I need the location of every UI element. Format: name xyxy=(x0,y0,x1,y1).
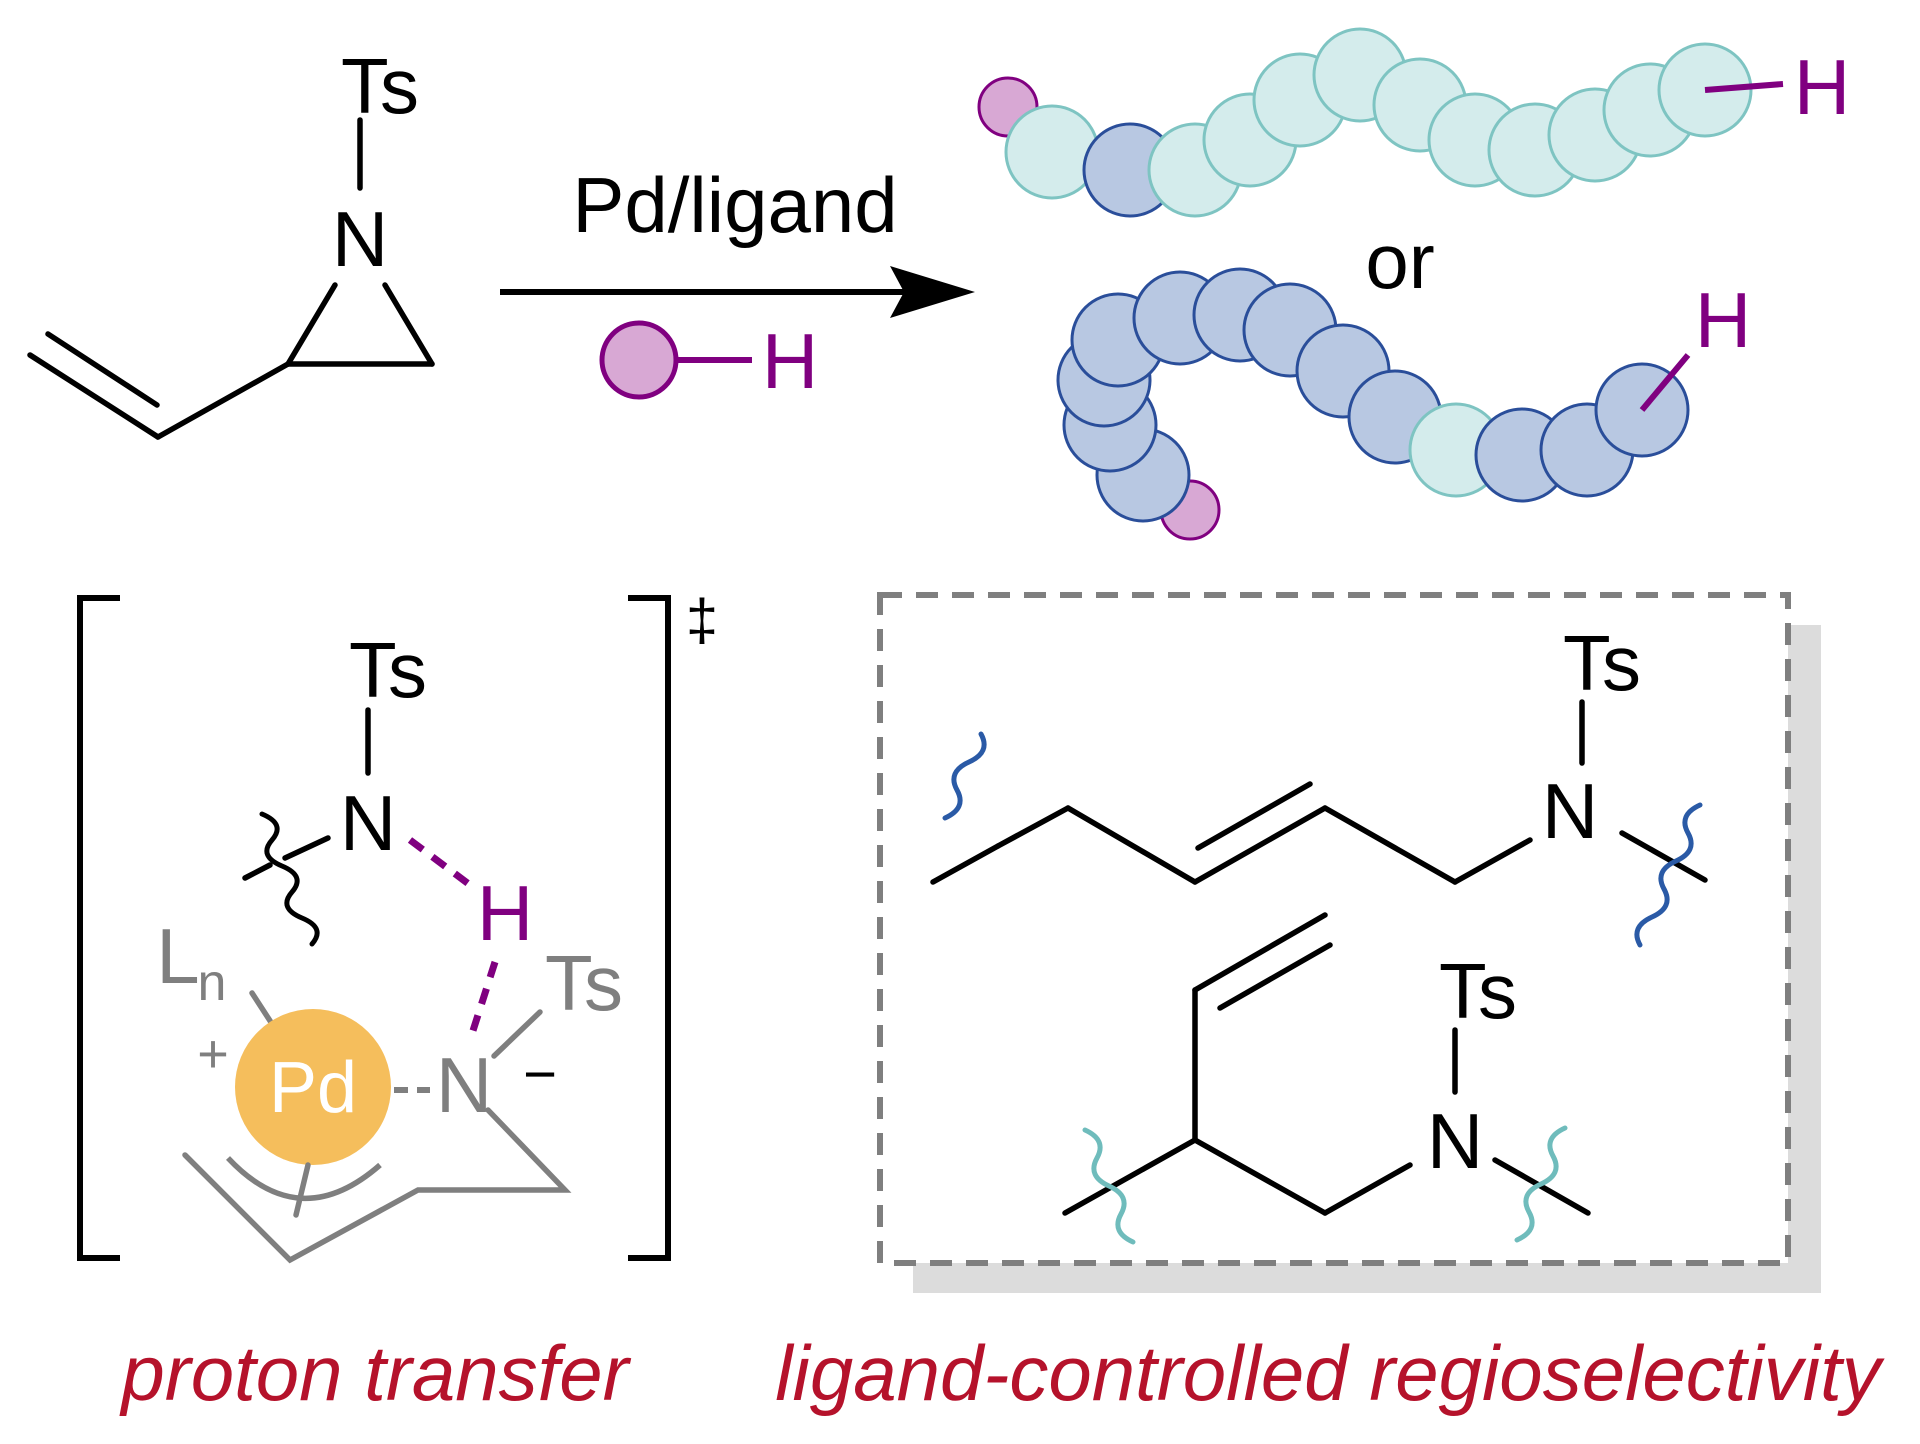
linear-alkene-bond-2 xyxy=(1195,781,1313,851)
branched-alkene-bond xyxy=(1192,912,1328,993)
branched-bond-to-ch2 xyxy=(1192,1137,1328,1216)
branched-stub-left xyxy=(1062,1137,1198,1216)
polymer-2-terminal-bond xyxy=(1639,353,1691,412)
linear-wavy-left xyxy=(942,731,987,821)
ts-nitrogen-top: N xyxy=(340,779,396,867)
ts-hbond-top xyxy=(407,837,473,888)
ts-nitrogen-gray: N xyxy=(436,1041,492,1129)
ts-ligand-n: n xyxy=(198,954,227,1012)
palladium-center xyxy=(235,1009,391,1165)
ts-pd-allyl-bond xyxy=(293,1162,311,1218)
ts-minus-charge: − xyxy=(523,1042,557,1107)
reagent-label: Pd/ligand xyxy=(572,161,897,249)
reaction-arrow: Pd/ligand H xyxy=(500,161,975,405)
aziridine-bond-left xyxy=(285,282,338,367)
branched-wavy-right xyxy=(1514,1125,1568,1243)
linear-nitrogen: N xyxy=(1542,767,1598,855)
linear-bond-1 xyxy=(995,805,1071,849)
regio-products-box: N Ts N Ts ligand-controlled regioselecti… xyxy=(775,592,1885,1417)
nucleophile-h-label: H xyxy=(762,317,818,405)
branched-alkene-bond-2 xyxy=(1217,942,1333,1011)
linear-stub-left xyxy=(930,843,1001,885)
ts-chain-stub xyxy=(242,862,273,881)
linear-alkene-bond xyxy=(1192,805,1328,885)
polymer-1-terminal-bond xyxy=(1704,81,1784,93)
box-frame xyxy=(877,592,1791,1266)
ts-tosyl-gray: Ts xyxy=(545,939,623,1027)
ts-palladium-label: Pd xyxy=(269,1048,357,1128)
ts-hbond-bottom xyxy=(466,960,499,1042)
ts-allyl-backbone xyxy=(182,1107,572,1264)
alkene-bond-2 xyxy=(45,331,160,408)
nitrogen-label: N xyxy=(332,195,388,283)
ts-hydrogen: H xyxy=(477,869,533,957)
ts-n-ts-gray-bond xyxy=(491,1009,543,1059)
ts-tosyl-top: Ts xyxy=(349,626,427,714)
or-label: or xyxy=(1365,217,1434,305)
polymer-1-bead xyxy=(1004,104,1100,200)
linear-bond-n xyxy=(1452,837,1533,885)
regio-caption: ligand-controlled regioselectivity xyxy=(775,1329,1885,1417)
linear-tosyl: Ts xyxy=(1563,619,1641,707)
linear-bond-3 xyxy=(1322,805,1458,885)
arrow-head xyxy=(890,266,975,318)
ts-caption: proton transfer xyxy=(119,1329,631,1417)
right-bracket xyxy=(628,595,671,1261)
aziridine-bond-right xyxy=(382,282,435,367)
linear-bond-2 xyxy=(1065,805,1198,885)
nucleophile-ball xyxy=(599,320,679,400)
branched-nitrogen: N xyxy=(1427,1097,1483,1185)
transition-state: ‡ Ts N H L n Ts Pd + N − proton transfer xyxy=(77,588,718,1417)
branched-tosyl: Ts xyxy=(1439,947,1517,1035)
vinyl-aziridine: Ts N xyxy=(27,42,435,440)
ts-ligand-L: L xyxy=(156,912,199,1000)
vinyl-bond xyxy=(155,361,291,440)
polymer-1-h-label: H xyxy=(1794,43,1850,131)
branched-wavy-left xyxy=(1082,1127,1136,1245)
ts-plus-charge: + xyxy=(197,1024,229,1084)
linear-wavy-right xyxy=(1634,802,1703,948)
double-dagger-symbol: ‡ xyxy=(686,588,718,653)
ts-n-chain-bond xyxy=(282,835,331,861)
polymer-1: H xyxy=(977,27,1850,218)
polymer-2-h-label: H xyxy=(1695,276,1751,364)
left-bracket xyxy=(77,595,120,1261)
tosyl-label: Ts xyxy=(341,42,419,130)
branched-ch2-n-bond xyxy=(1322,1162,1413,1216)
linear-n-stub xyxy=(1619,830,1708,883)
alkene-bond-1 xyxy=(27,352,161,440)
polymer-2: H xyxy=(1056,267,1751,541)
ts-wavy-bond xyxy=(259,811,320,947)
